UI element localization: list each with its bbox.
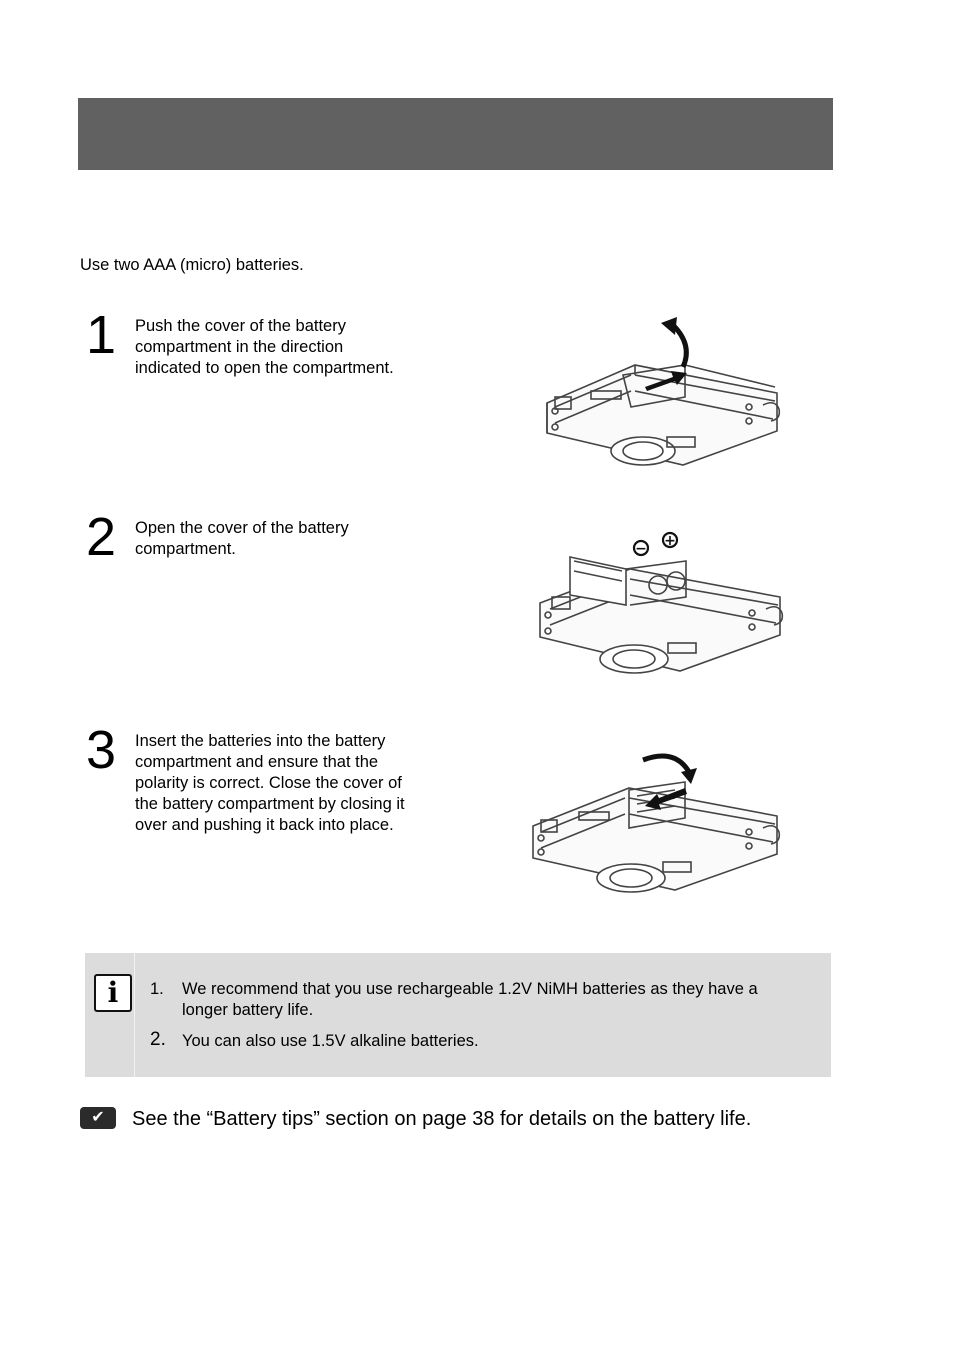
note-item-text: We recommend that you use rechargeable 1…: [182, 979, 822, 1021]
step-instruction: Insert the batteries into the battery co…: [135, 731, 445, 836]
step-instruction: Push the cover of the battery compartmen…: [135, 316, 445, 379]
checkmark-icon: ✔: [80, 1107, 116, 1129]
info-icon: i: [94, 974, 132, 1012]
step-number: 2: [86, 507, 117, 567]
instruction-line: Insert the batteries into the battery: [135, 732, 386, 750]
instruction-line: polarity is correct. Close the cover of: [135, 774, 402, 792]
note-item-text: You can also use 1.5V alkaline batteries…: [182, 1031, 822, 1052]
note-item-number: 1.: [150, 980, 164, 998]
note-line: longer battery life.: [182, 1001, 314, 1019]
note-box: i 1. We recommend that you use rechargea…: [85, 953, 831, 1077]
instruction-line: the battery compartment by closing it: [135, 795, 405, 813]
note-line: You can also use 1.5V alkaline batteries…: [182, 1032, 479, 1050]
battery-compartment-illustration: − +: [539, 531, 784, 674]
tip-text: See the “Battery tips” section on page 3…: [132, 1108, 752, 1130]
note-item-number: 2.: [150, 1029, 166, 1050]
instruction-line: compartment.: [135, 540, 236, 558]
intro-text: Use two AAA (micro) batteries.: [80, 256, 304, 274]
step-instruction: Open the cover of the battery compartmen…: [135, 518, 445, 560]
open-cover-illustration: [546, 317, 781, 466]
instruction-line: Push the cover of the battery: [135, 317, 346, 335]
instruction-line: Open the cover of the battery: [135, 519, 349, 537]
instruction-line: compartment in the direction: [135, 338, 344, 356]
note-divider: [134, 953, 135, 1077]
step-number: 3: [86, 720, 117, 780]
note-line: We recommend that you use rechargeable 1…: [182, 980, 758, 998]
instruction-line: compartment and ensure that the: [135, 753, 379, 771]
close-cover-illustration: [532, 753, 781, 893]
instruction-line: indicated to open the compartment.: [135, 359, 394, 377]
header-bar: [78, 98, 833, 170]
plus-sign: +: [664, 533, 676, 549]
instruction-line: over and pushing it back into place.: [135, 816, 394, 834]
minus-sign: −: [635, 541, 647, 557]
step-number: 1: [86, 305, 117, 365]
